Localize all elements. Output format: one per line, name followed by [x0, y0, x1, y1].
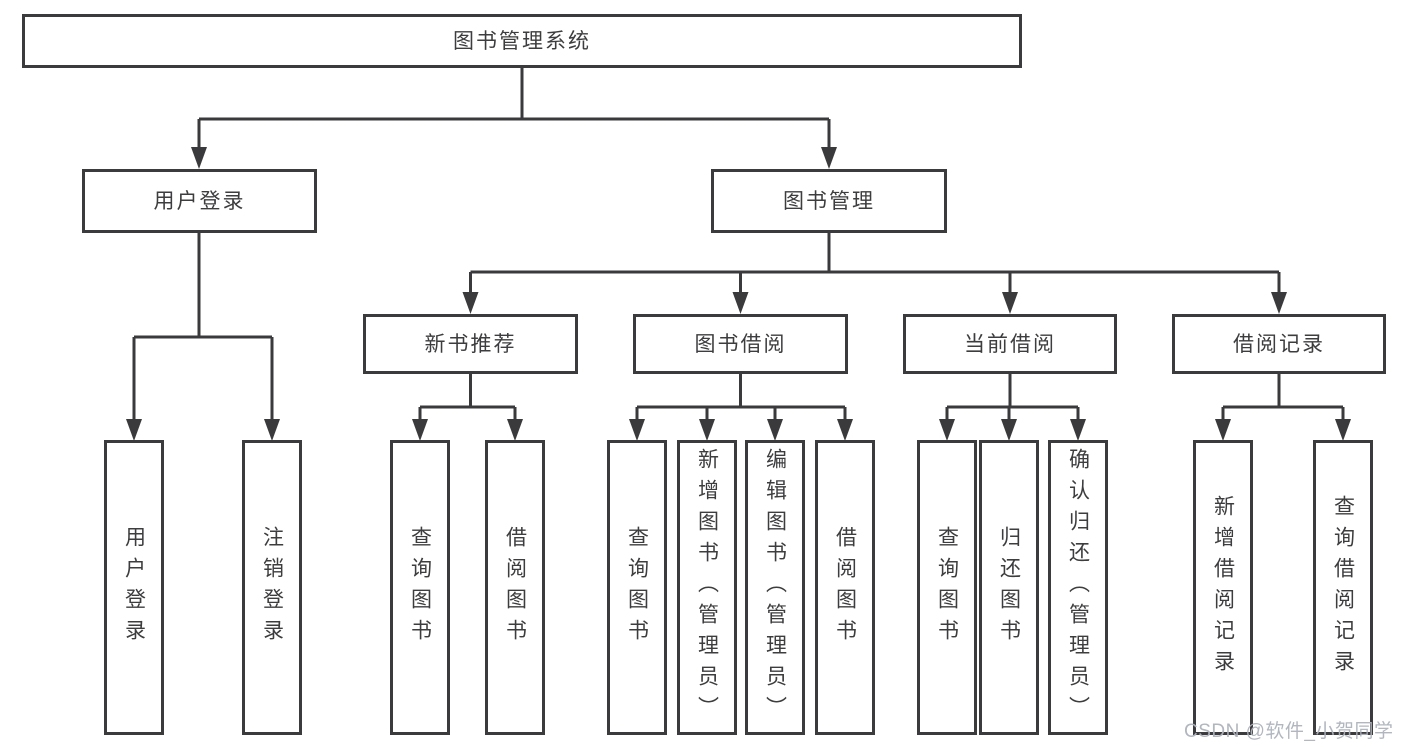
- node-borrow-record: 借阅记录: [1172, 314, 1386, 374]
- leaf-label: 用户登录: [122, 525, 146, 650]
- leaf-label: 归还图书: [997, 525, 1021, 650]
- arrowhead-icon: [767, 419, 783, 441]
- arrowhead-icon: [462, 292, 479, 314]
- node-new-book-recommend: 新书推荐: [363, 314, 578, 374]
- node-current-borrow: 当前借阅: [903, 314, 1117, 374]
- leaf-label: 查询图书: [935, 525, 959, 650]
- node-leaf-query-book-borrow: 查询图书: [607, 440, 667, 735]
- node-current-borrow-label: 当前借阅: [964, 332, 1056, 356]
- arrowhead-icon: [191, 147, 207, 169]
- node-leaf-query-borrow-record: 查询借阅记录: [1313, 440, 1373, 735]
- leaf-label: 新增借阅记录: [1211, 494, 1235, 681]
- node-user-login-label: 用户登录: [153, 189, 246, 213]
- connector-book-borrow-children: [629, 372, 853, 441]
- arrowhead-icon: [126, 419, 142, 441]
- csdn-watermark: CSDN @软件_小贺同学: [1184, 721, 1394, 742]
- arrowhead-icon: [629, 419, 645, 441]
- node-leaf-user-login: 用户登录: [104, 440, 164, 735]
- node-leaf-borrow-book-recommend: 借阅图书: [485, 440, 545, 735]
- leaf-label: 编辑图书（管理员）: [763, 448, 787, 727]
- leaf-label: 注销登录: [260, 525, 284, 650]
- arrowhead-icon: [699, 419, 715, 441]
- node-book-management-label: 图书管理: [783, 189, 875, 213]
- arrowhead-icon: [1002, 292, 1018, 314]
- node-leaf-borrow-book: 借阅图书: [815, 440, 875, 735]
- node-new-book-recommend-label: 新书推荐: [424, 332, 517, 356]
- connector-root-to-level2: [191, 66, 837, 169]
- arrowhead-icon: [1271, 292, 1287, 314]
- leaf-label: 确认归还（管理员）: [1066, 448, 1090, 727]
- node-leaf-return-book: 归还图书: [979, 440, 1039, 735]
- node-leaf-confirm-return-admin: 确认归还（管理员）: [1048, 440, 1108, 735]
- arrowhead-icon: [939, 419, 955, 441]
- connector-book-management-children: [462, 231, 1287, 314]
- node-book-borrow-label: 图书借阅: [694, 332, 787, 356]
- arrowhead-icon: [1070, 419, 1086, 441]
- arrowhead-icon: [264, 419, 280, 441]
- arrowhead-icon: [412, 419, 428, 441]
- arrowhead-icon: [1001, 419, 1017, 441]
- node-leaf-query-book-current: 查询图书: [917, 440, 977, 735]
- leaf-label: 借阅图书: [833, 525, 857, 650]
- node-borrow-record-label: 借阅记录: [1233, 332, 1325, 356]
- node-user-login: 用户登录: [82, 169, 317, 233]
- leaf-label: 查询图书: [408, 525, 432, 650]
- node-leaf-add-borrow-record: 新增借阅记录: [1193, 440, 1253, 735]
- connector-current-borrow-children: [939, 372, 1086, 441]
- node-book-management: 图书管理: [711, 169, 947, 233]
- node-leaf-add-book-admin: 新增图书（管理员）: [677, 440, 737, 735]
- leaf-label: 查询图书: [625, 525, 649, 650]
- node-leaf-logout: 注销登录: [242, 440, 302, 735]
- leaf-label: 新增图书（管理员）: [695, 448, 719, 727]
- connector-new-book-recommend-children: [412, 372, 523, 441]
- node-root: 图书管理系统: [22, 14, 1022, 68]
- node-root-label: 图书管理系统: [453, 29, 591, 53]
- arrowhead-icon: [1335, 419, 1351, 441]
- arrowhead-icon: [837, 419, 853, 441]
- node-book-borrow: 图书借阅: [633, 314, 848, 374]
- node-leaf-edit-book-admin: 编辑图书（管理员）: [745, 440, 805, 735]
- node-leaf-query-book-recommend: 查询图书: [390, 440, 450, 735]
- arrowhead-icon: [732, 292, 749, 314]
- connector-borrow-record-children: [1215, 372, 1351, 441]
- arrowhead-icon: [1215, 419, 1231, 441]
- leaf-label: 查询借阅记录: [1331, 494, 1355, 681]
- arrowhead-icon: [507, 419, 523, 441]
- leaf-label: 借阅图书: [503, 525, 527, 650]
- arrowhead-icon: [821, 147, 837, 169]
- connector-user-login-children: [126, 231, 280, 441]
